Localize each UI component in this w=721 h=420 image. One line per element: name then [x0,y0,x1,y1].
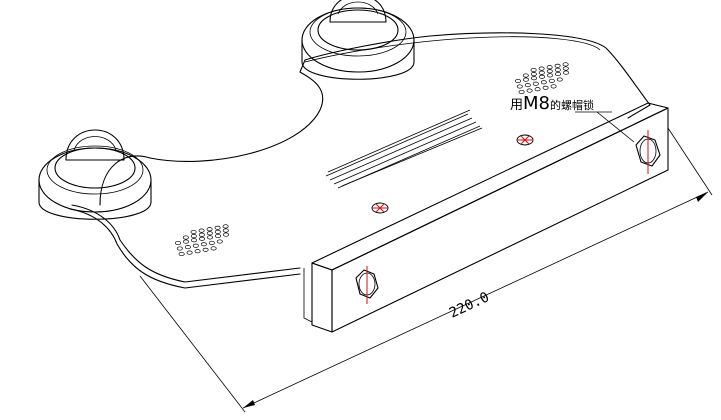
center-mark-1 [371,202,389,214]
perforation-hole [214,225,221,230]
perforation-hole [206,227,213,232]
perforation-hole [206,231,213,236]
perforation-left [175,224,229,257]
hex-nut-right [635,130,661,174]
perforation-hole [526,88,533,93]
perforation-hole [562,62,569,67]
perforation-hole [530,72,537,77]
perforation-hole [186,250,193,255]
perforation-hole [530,67,537,73]
perforation-hole [176,246,183,251]
callout-suffix: 的螺帽锁 [550,98,594,112]
perforation-hole [516,84,523,89]
perforation-hole [538,66,545,71]
perforation-hole [531,76,537,81]
perforation-hole [178,251,185,257]
perforation-hole [523,77,529,82]
perforation-hole [194,249,201,254]
perforation-hole [547,73,553,78]
perforation-hole [223,232,229,237]
perforation-hole [539,74,545,79]
perforation-hole [215,233,221,239]
vent-slots [325,109,483,189]
perforation-hole [562,66,569,71]
perforation-hole [222,228,229,233]
perforation-hole [198,228,205,233]
perforation-hole [515,78,521,84]
perforation-hole [524,83,531,88]
perforation-hole [542,85,549,90]
perforation-hole [184,245,191,250]
perforation-hole [532,81,539,86]
ball-caster-top [301,0,415,80]
callout-prefix: 用 [510,98,523,113]
perforation-hole [199,236,205,241]
perforation-hole [556,77,563,82]
perforation-hole [534,87,541,92]
perforation-hole [563,70,569,75]
perforation-hole [191,238,197,243]
perforation-hole [522,73,529,78]
perforation-hole [546,65,553,70]
perforation-hole [546,69,553,74]
perforation-hole [183,239,189,244]
center-mark-2 [516,134,534,146]
perforation-hole [554,67,561,72]
perforation-hole [175,240,181,246]
perforation-hole [540,80,547,85]
perforation-hole [538,70,545,75]
perforation-hole [207,235,213,240]
base-plate [69,32,651,289]
perforation-hole [202,247,209,252]
ball-caster-left [38,129,152,220]
perforation-hole [200,242,207,247]
dimension-value: 220.0 [447,289,492,321]
hex-nut-left [355,266,379,304]
perforation-hole [190,229,197,235]
perforation-hole [518,89,525,95]
perforation-hole [555,71,561,77]
perforation-hole [210,246,217,251]
dimension-overall: 220.0 [139,127,713,413]
callout-label: 用M8的螺帽锁 [510,93,594,114]
clamp-bar [303,102,669,333]
callout-bolt-size: M8 [523,93,550,114]
perforation-hole [216,239,223,244]
callout-leader [575,111,635,143]
perforation-hole [222,224,229,229]
perforation-hole [550,84,557,89]
perforation-hole [182,235,189,240]
perforation-hole [192,243,199,248]
perforation-hole [208,240,215,245]
perforation-hole [548,78,555,83]
perforation-hole [214,229,221,234]
perforation-hole [554,63,561,68]
perforation-hole [190,234,197,239]
perforation-right [515,62,569,95]
perforation-hole [198,232,205,237]
